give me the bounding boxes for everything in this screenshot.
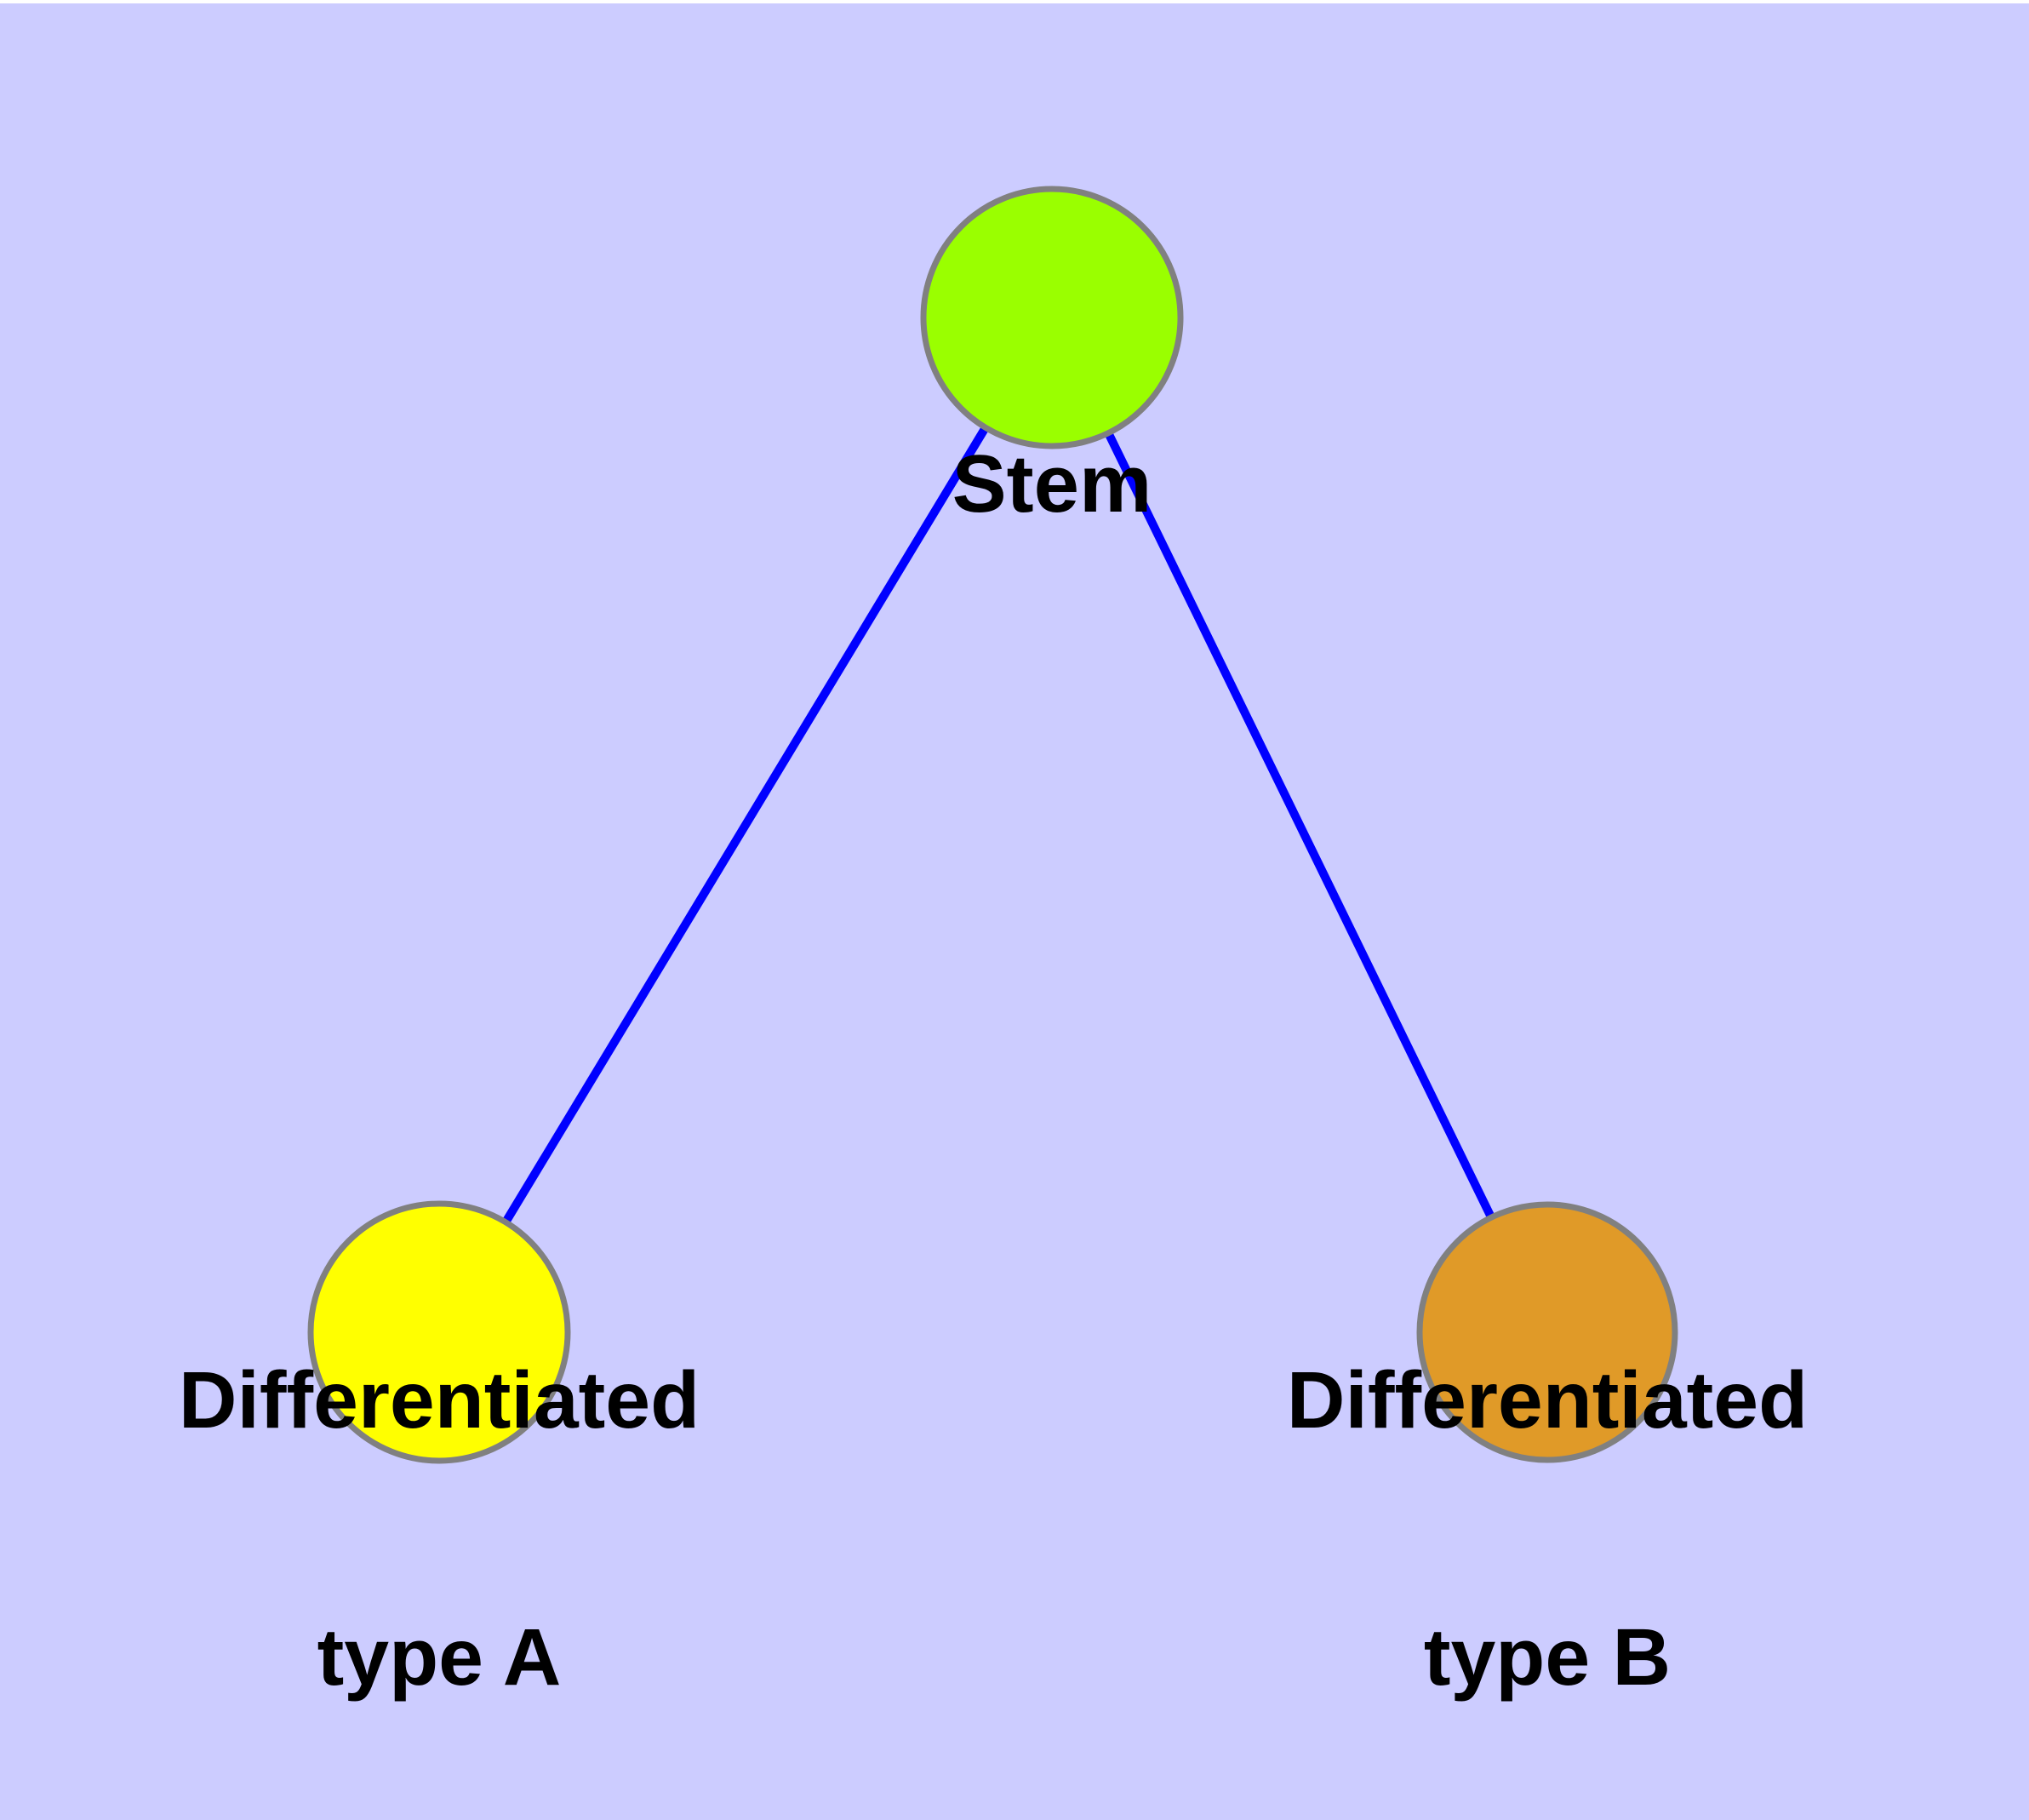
plot-area: Stem Differentiated type A Differentiate… (0, 3, 2029, 1820)
edge-stem-to-type-a[interactable] (499, 421, 992, 1229)
node-differentiated-type-a[interactable] (307, 1200, 571, 1464)
node-layer (307, 186, 1678, 1464)
graph-svg (307, 186, 1678, 1464)
node-stem[interactable] (920, 186, 1184, 449)
edge-stem-to-type-b[interactable] (1102, 426, 1498, 1224)
node-differentiated-type-b[interactable] (1416, 1201, 1678, 1463)
edge-layer (499, 421, 1498, 1229)
